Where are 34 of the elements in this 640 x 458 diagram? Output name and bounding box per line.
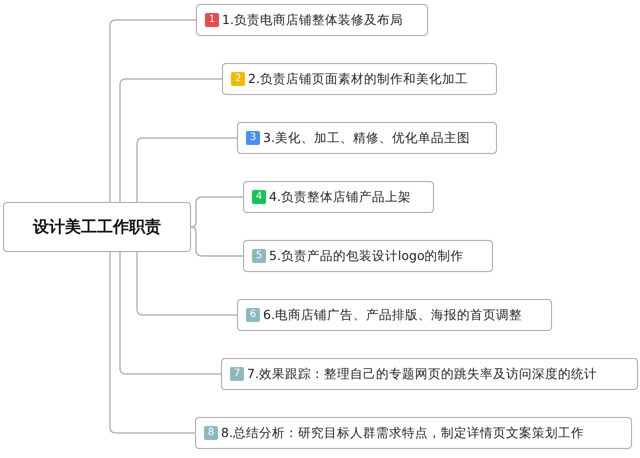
topic-text: 1.负责电商店铺整体装修及布局 [222,12,403,28]
topic-text: 2.负责店铺页面素材的制作和美化加工 [248,70,468,88]
topic-text: 6.电商店铺广告、产品排版、海报的首页调整 [263,306,522,324]
connector-line [109,19,196,202]
topic-text: 3.美化、加工、精修、优化单品主图 [263,130,470,146]
connector-line [136,137,237,202]
priority-badge: 3 [246,131,260,145]
priority-badge: 2 [231,72,245,86]
central-topic-box [3,202,191,252]
priority-badge: 6 [246,308,260,322]
connector-line [190,196,243,228]
priority-badge: 1 [205,13,219,27]
subtopic-box [195,417,632,449]
connector-line [119,252,221,375]
subtopic-box [237,299,552,331]
topic-text: 7.效果跟踪：整理自己的专题网页的跳失率及访问深度的统计 [247,366,597,382]
priority-badge: 7 [230,367,244,381]
topic-text: 4.负责整体店铺产品上架 [269,188,411,206]
subtopic-box [222,63,497,95]
topic-text: 5.负责产品的包装设计logo的制作 [269,248,464,264]
connector-line [109,252,195,434]
subtopic-box [196,4,428,36]
priority-badge: 5 [252,249,266,263]
subtopic-box [221,358,638,390]
subtopic-box [237,122,497,154]
connector-line [136,252,237,316]
connector-line [190,226,243,257]
priority-badge: 8 [204,426,218,440]
priority-badge: 4 [252,190,266,204]
topic-text: 设计美工工作职责 [33,216,161,238]
subtopic-box [243,240,493,272]
connector-line [119,78,222,202]
subtopic-box [243,181,434,213]
topic-text: 8.总结分析：研究目标人群需求特点，制定详情页文案策划工作 [221,424,584,442]
